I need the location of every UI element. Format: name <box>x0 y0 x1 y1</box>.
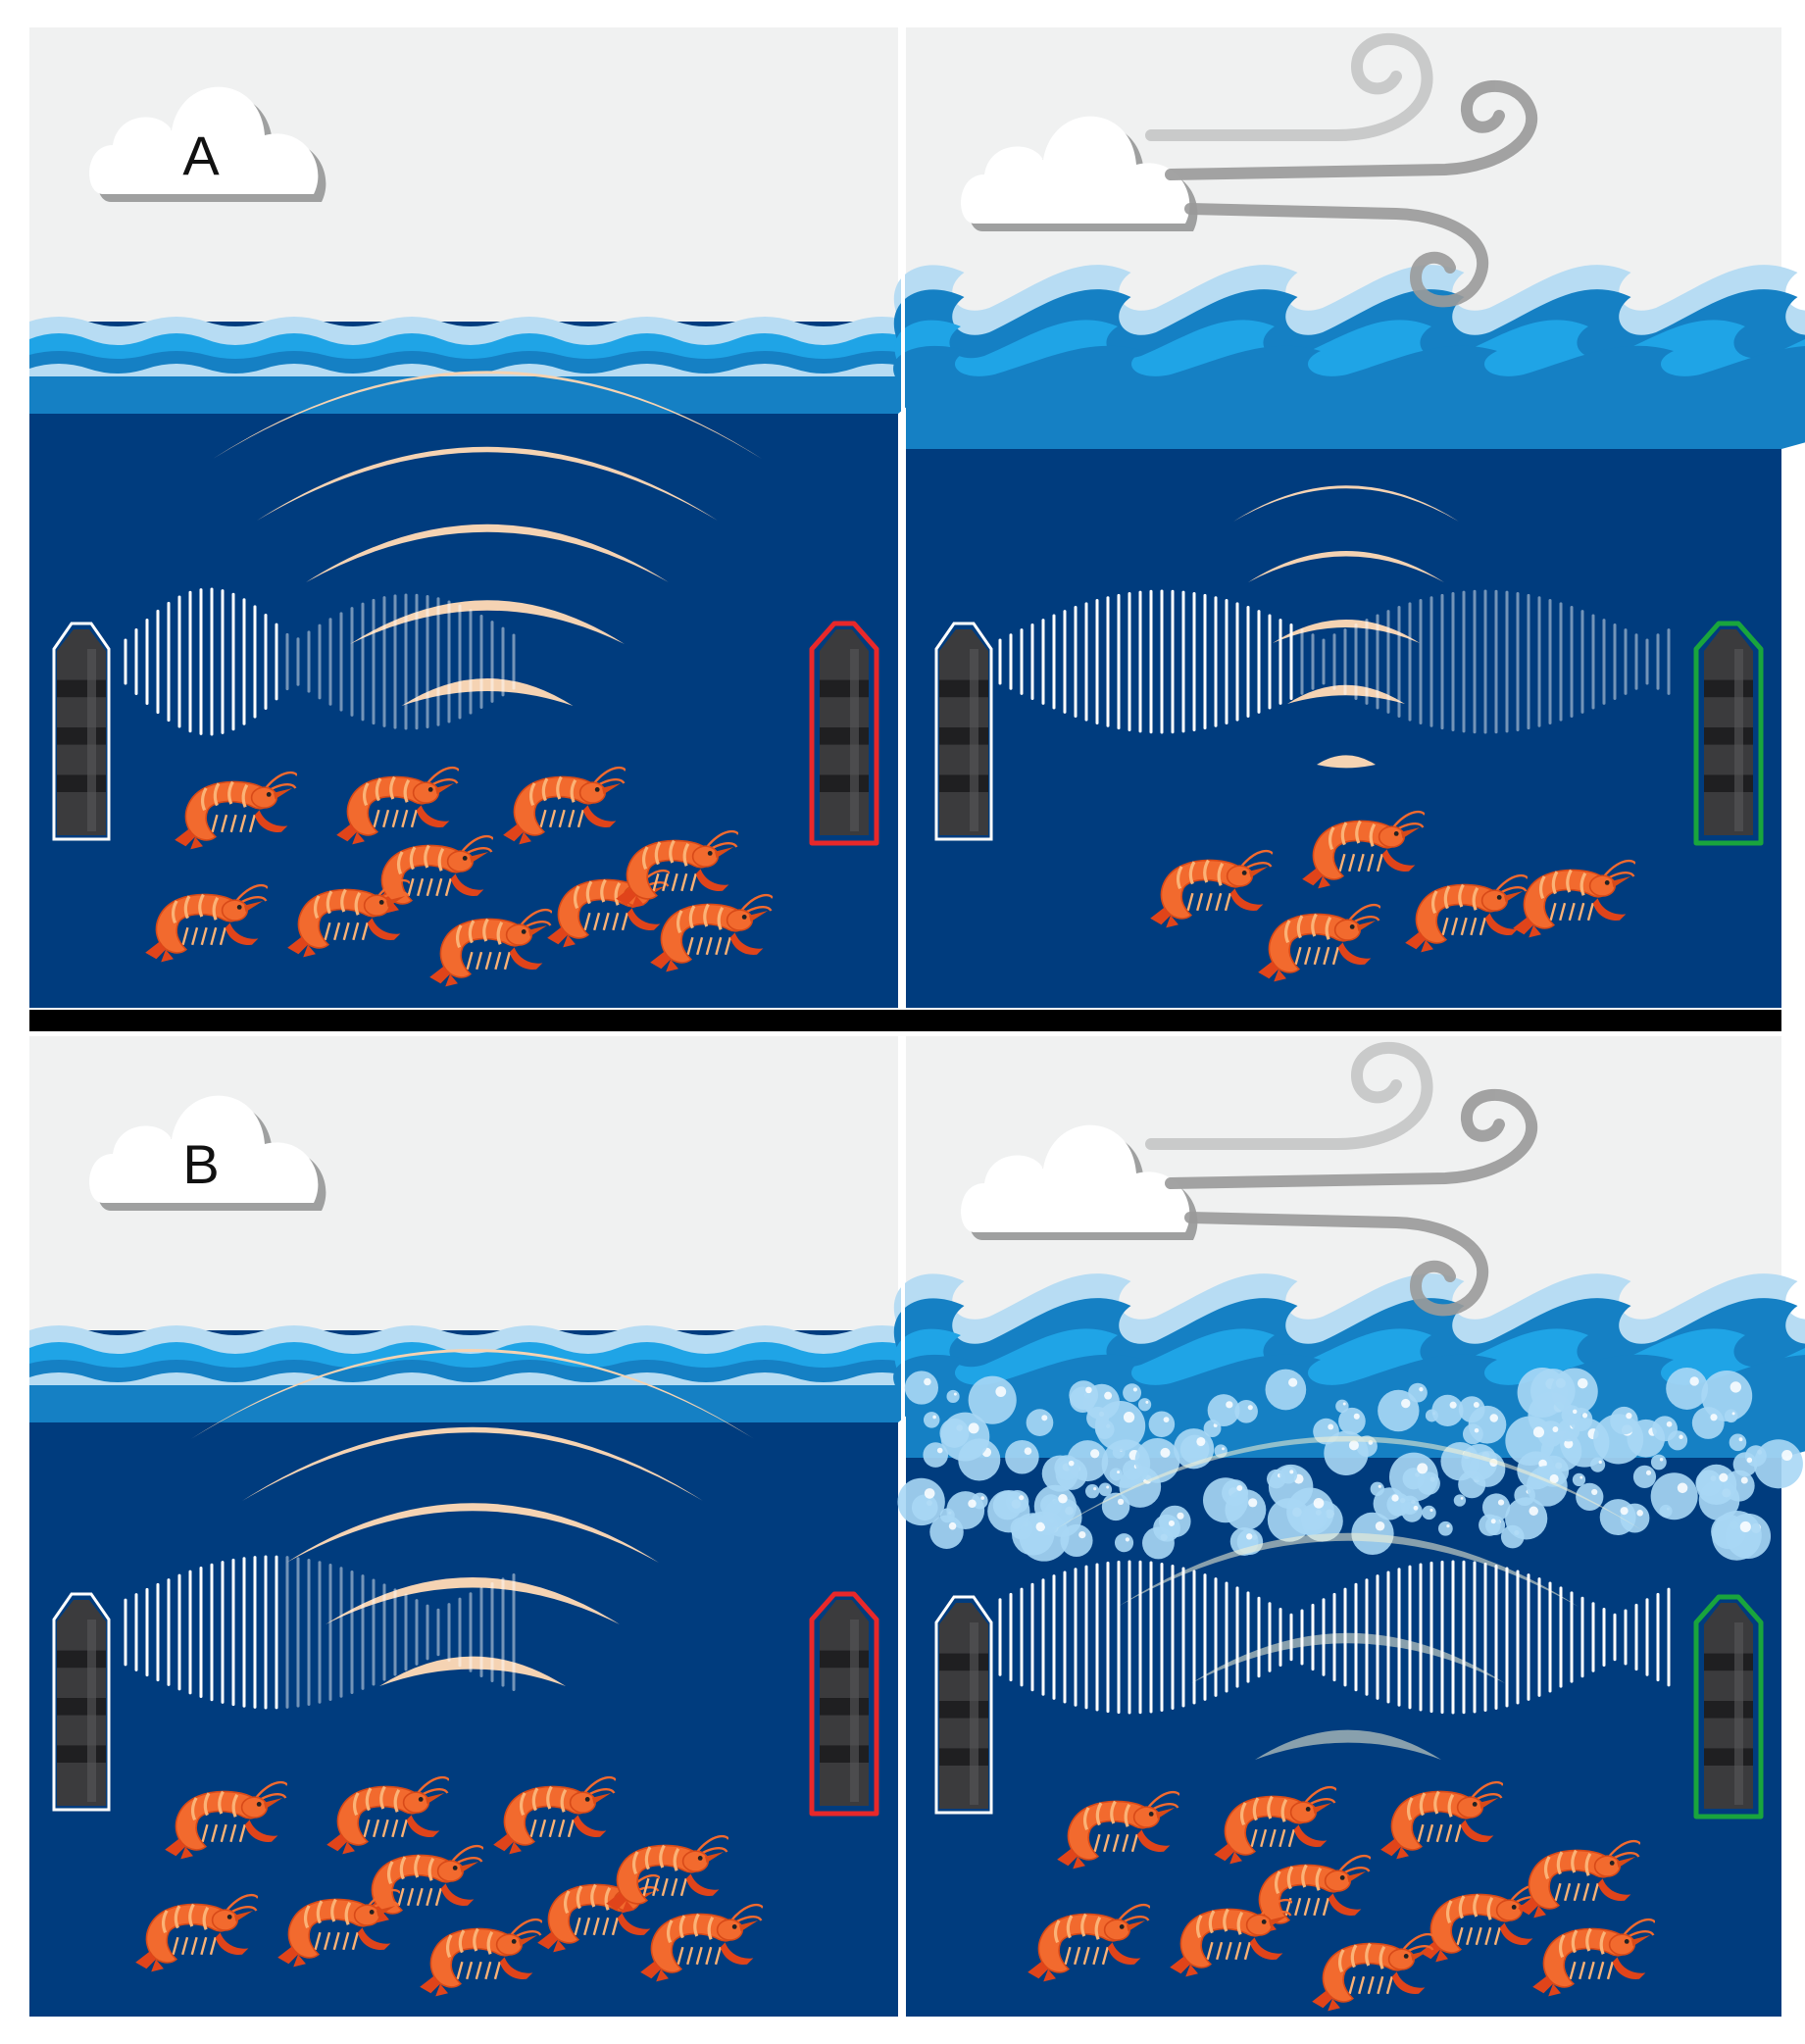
hydrophone-icon <box>809 621 879 846</box>
bubble-icon <box>1462 1423 1483 1445</box>
wind-icon <box>1145 1041 1538 1317</box>
bubble-icon <box>1505 1497 1548 1540</box>
hydrophone-icon <box>934 1595 993 1815</box>
cloud-icon <box>89 1095 326 1211</box>
bubble-icon <box>1153 1514 1180 1542</box>
bubble-icon <box>1123 1383 1142 1403</box>
signal-waveform <box>998 589 1671 734</box>
hydrophone-icon <box>1693 1594 1764 1820</box>
bubble-icon <box>1026 1409 1054 1436</box>
hydrophone-icon <box>934 622 993 841</box>
sound-arcs <box>190 1349 755 1686</box>
bubble-icon <box>1599 1499 1636 1536</box>
signal-waveform <box>124 587 516 736</box>
bubble-icon <box>1005 1439 1039 1474</box>
bubble-icon <box>904 1371 939 1405</box>
bubble-icon <box>1712 1510 1762 1561</box>
bubble-icon <box>1114 1533 1134 1553</box>
bubble-icon <box>1590 1457 1606 1472</box>
bubble-icon <box>1069 1380 1099 1410</box>
sound-arcs <box>213 371 762 706</box>
bubble-icon <box>1422 1505 1436 1521</box>
bubble-icon <box>1335 1399 1349 1414</box>
hydrophone-icon <box>52 622 111 841</box>
sound-arcs <box>1233 485 1459 769</box>
bubble-icon <box>1033 1484 1078 1528</box>
bubble-icon <box>968 1375 1017 1424</box>
bubble-icon <box>1691 1407 1725 1439</box>
bubble-icon <box>1005 1490 1029 1514</box>
cloud-icon <box>961 116 1198 231</box>
bubble-icon <box>1286 1487 1334 1536</box>
bubble-icon <box>1695 1464 1737 1506</box>
bubble-icon <box>1652 1416 1678 1442</box>
bubble-icon <box>1650 1454 1667 1471</box>
hydrophone-icon <box>1693 621 1764 846</box>
bubble-icon <box>1207 1394 1240 1427</box>
bubble-icon <box>923 1412 940 1428</box>
bubble-icon <box>1098 1482 1113 1497</box>
bubble-icon <box>1378 1389 1420 1432</box>
bubble-icon <box>1729 1433 1747 1452</box>
calm-waves <box>29 317 971 414</box>
bubble-icon <box>1279 1466 1298 1484</box>
bubble-icon <box>1094 1400 1146 1452</box>
panel-label: A <box>182 125 220 186</box>
bubble-icon <box>1453 1494 1467 1507</box>
signal-waveform <box>998 1560 1671 1715</box>
bubble-icon <box>1401 1501 1423 1522</box>
bubble-icon <box>1148 1411 1176 1438</box>
cloud-icon <box>89 86 326 202</box>
bubble-icon <box>929 1515 964 1549</box>
hydrophone-icon <box>809 1591 879 1817</box>
bubble-icon <box>1373 1487 1406 1521</box>
bubble-icon <box>1479 1514 1501 1536</box>
bubble-icon <box>1222 1479 1249 1507</box>
bubble-icon <box>1109 1468 1123 1481</box>
bubble-icon <box>1650 1472 1698 1521</box>
bubble-icon <box>1431 1394 1464 1427</box>
hydrophone-icon <box>52 1592 111 1812</box>
wind-icon <box>1145 32 1538 308</box>
bubble-icon <box>946 1389 960 1404</box>
bubble-icon <box>1437 1521 1453 1536</box>
panel-label: B <box>182 1133 219 1195</box>
bubble-icon <box>1724 1409 1738 1423</box>
calm-waves <box>29 1325 971 1422</box>
storm-waves <box>893 265 1805 449</box>
bubble-icon <box>1666 1368 1709 1410</box>
bubble-icon <box>1054 1455 1080 1481</box>
bubble-icon <box>1732 1452 1758 1477</box>
bubble-icon <box>1084 1483 1100 1499</box>
bubble-icon <box>1137 1398 1152 1412</box>
bubble-icon <box>1632 1465 1657 1488</box>
bubble-icon <box>1561 1405 1581 1425</box>
bubble-icon <box>1265 1369 1307 1411</box>
bubble-icon <box>1576 1482 1604 1512</box>
bubble-icon <box>1572 1472 1586 1487</box>
bubble-icon <box>1610 1406 1638 1435</box>
bubble-icon <box>1753 1439 1803 1489</box>
row-divider <box>29 1010 1781 1031</box>
bubble-field <box>897 1368 1803 1562</box>
cloud-icon <box>961 1124 1198 1240</box>
signal-waveform <box>124 1555 516 1710</box>
